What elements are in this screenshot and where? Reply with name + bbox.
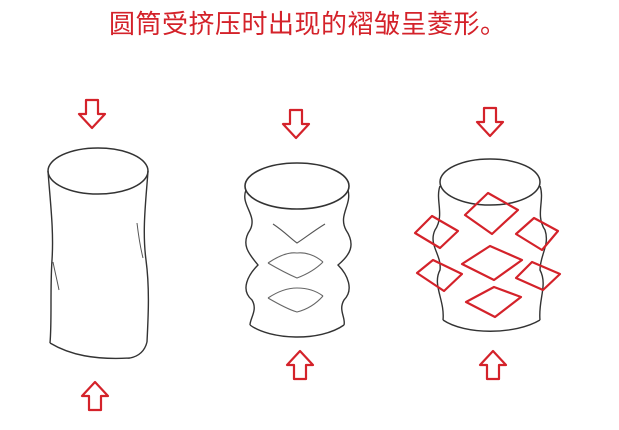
diamond-wrinkled-cylinder-figure [413,106,562,381]
wrinkled-cylinder-figure [244,108,352,381]
compress-down-arrow-icon [281,108,311,140]
diagram-title: 圆筒受挤压时出现的褶皱呈菱形。 [109,10,507,40]
compress-down-arrow-icon [475,106,505,138]
diamond-wrinkles [413,191,562,319]
compress-up-arrow-icon [285,349,315,381]
compress-up-arrow-icon [80,380,110,412]
compress-up-arrow-icon [478,349,508,381]
plain-cylinder-figure [47,98,150,412]
compress-down-arrow-icon [77,98,107,130]
